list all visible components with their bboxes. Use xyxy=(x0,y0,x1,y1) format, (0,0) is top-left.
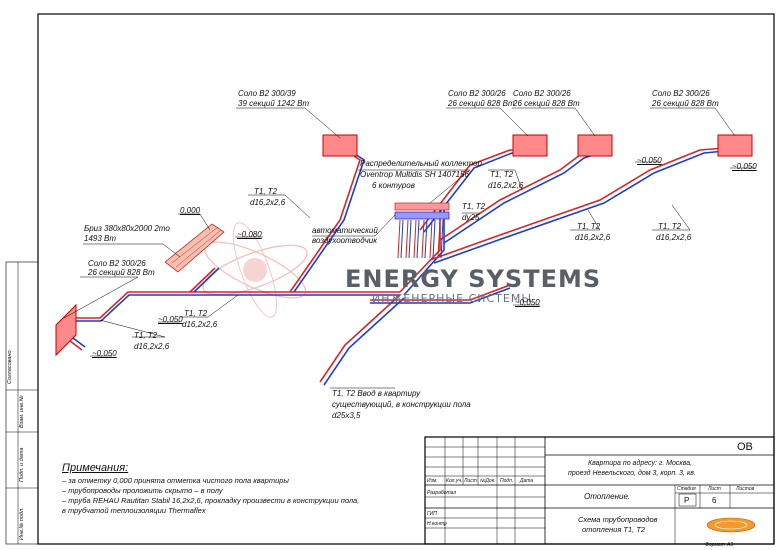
pipe-label-d16: d16,2х2,6 xyxy=(250,198,286,207)
radiator-1 xyxy=(322,134,358,157)
pipe-label-t1t2: Т1, Т2 xyxy=(658,222,682,231)
stamp-inventory: Инв.№ подл. xyxy=(19,507,25,540)
convector xyxy=(164,223,225,273)
elevation-mark: ~0,050 xyxy=(92,349,117,358)
pipe-label-t1t2: Т1, Т2 xyxy=(134,331,158,340)
inlet-label-1: Т1, Т2 Ввод в квартиру xyxy=(332,389,421,398)
elevation-mark: ~0,050 xyxy=(515,298,540,307)
side-stamp-frame xyxy=(5,261,39,545)
pipe-label-d16: d16,2х2,6 xyxy=(134,342,170,351)
col-date: Дата xyxy=(520,478,534,484)
elevation-mark: ~0,050 xyxy=(732,162,757,171)
role-gip: ГИП xyxy=(427,511,437,517)
title-block xyxy=(424,436,775,545)
pipe-label-d16: d16,2х2,6 xyxy=(182,320,218,329)
elevation-mark: ~0,050 xyxy=(158,315,183,324)
notes-block: Примечания: – за отметку 0,000 принята о… xyxy=(62,462,417,516)
col-count: Кол.уч. xyxy=(446,478,463,484)
note-item: – трубопроводы проложить скрыто – в полу xyxy=(62,486,223,495)
radiator-left-model: Соло В2 300/26 xyxy=(88,259,146,268)
stamp-sign-date: Подп. и дата xyxy=(19,447,25,482)
radiator-1-spec: 39 секций 1242 Вт xyxy=(238,99,310,108)
pipe-label-d16: d16,2х2,6 xyxy=(656,233,692,242)
collector xyxy=(394,202,450,259)
air-vent-line1: автоматический xyxy=(312,226,378,235)
pipe-label-t1t2: Т1, Т2 xyxy=(184,309,208,318)
inlet-label-2: существующий, в конструкции пола xyxy=(332,400,471,409)
air-vent-line2: воздухоотводчик xyxy=(312,236,378,245)
pipe-label-d16: d16,2х2,6 xyxy=(488,181,524,190)
pipe-label-t1t2: Т1, Т2 xyxy=(254,187,278,196)
role-developed: Разработал xyxy=(427,490,457,496)
format-label: Формат xyxy=(705,542,725,548)
pipe-label-t1t2: Т1, Т2 xyxy=(462,202,486,211)
collector-line1: Распределительный коллектор xyxy=(360,159,482,168)
role-control: Н.контр xyxy=(427,521,447,527)
convector-level: 0,000 xyxy=(180,206,201,215)
radiator-3 xyxy=(577,134,613,157)
radiator-2-spec: 26 секций 828 Вт xyxy=(448,99,515,108)
radiator-left-spec: 26 секций 828 Вт xyxy=(88,268,155,277)
pipe-label-d16: d16,2х2,6 xyxy=(575,233,611,242)
radiator-1-model: Соло В2 300/39 xyxy=(238,89,296,98)
elevation-mark: ~0,050 xyxy=(637,156,662,165)
col-sign: Подп. xyxy=(500,478,514,484)
collector-line2: Oventrop Multidis SH 1407156 xyxy=(360,170,469,179)
address-line1: Квартира по адресу: г. Москва, xyxy=(588,460,693,467)
format-value: А3 xyxy=(727,542,734,548)
radiator-left xyxy=(55,303,77,357)
radiator-2-model: Соло В2 300/26 xyxy=(448,89,506,98)
stage-header: Стадия xyxy=(677,486,696,492)
pipe-label-du25: dу25 xyxy=(462,213,480,222)
drawing-title-2: отопления Т1, Т2 xyxy=(582,525,646,534)
radiator-3-model: Соло В2 300/26 xyxy=(513,89,571,98)
pipe-label-t1t2: Т1, Т2 xyxy=(577,222,601,231)
radiator-3-spec: 26 секций 828 Вт xyxy=(513,99,580,108)
radiator-4-model: Соло В2 300/26 xyxy=(652,89,710,98)
pipe-label-t1t2: Т1, Т2 xyxy=(490,170,514,179)
radiator-4-spec: 26 секций 828 Вт xyxy=(652,99,719,108)
sheets-header: Листов xyxy=(736,486,755,492)
note-item: – за отметку 0,000 принята отметка чисто… xyxy=(62,476,289,485)
stage-value: Р xyxy=(684,496,690,505)
note-item: в трубчатой теплоизоляции Thermaflex xyxy=(62,506,206,515)
elevation-mark: ~0,080 xyxy=(237,230,262,239)
company-logo xyxy=(706,517,756,533)
inlet-label-3: d25x3,5 xyxy=(332,411,361,420)
doc-code: ОВ xyxy=(737,441,753,453)
watermark-subtitle: ИНЖЕНЕРНЫЕ СИСТЕМЫ xyxy=(372,292,533,305)
radiator-4 xyxy=(717,134,753,157)
note-item: – труба REHAU Rautitan Stabil 16,2х2,6, … xyxy=(62,496,360,505)
col-sheet: Лист xyxy=(464,478,477,484)
address-line2: проезд Невельского, дом 3, корп. 3, кв. xyxy=(568,470,696,477)
sheet-value: 6 xyxy=(712,496,717,505)
col-doc: №Док. xyxy=(480,478,496,484)
convector-power: 1493 Вт xyxy=(84,234,117,243)
convector-model: Бриз 380х80х2000 2то xyxy=(84,224,170,233)
section-name: Отопление. xyxy=(584,492,631,501)
radiator-2 xyxy=(512,134,548,157)
col-change: Изм. xyxy=(427,478,438,484)
watermark-title: ENERGY SYSTEMS xyxy=(345,265,602,293)
drawing-title-1: Схема трубопроводов xyxy=(578,515,658,524)
collector-line3: 6 контуров xyxy=(372,181,415,190)
notes-title: Примечания: xyxy=(62,462,129,474)
stamp-replace: Взам. инв.№ xyxy=(19,395,25,429)
sheet-header: Лист xyxy=(708,486,721,492)
leader-lines xyxy=(63,107,755,389)
watermark-logo xyxy=(202,222,308,318)
stamp-agreed: Согласовано xyxy=(7,350,13,384)
